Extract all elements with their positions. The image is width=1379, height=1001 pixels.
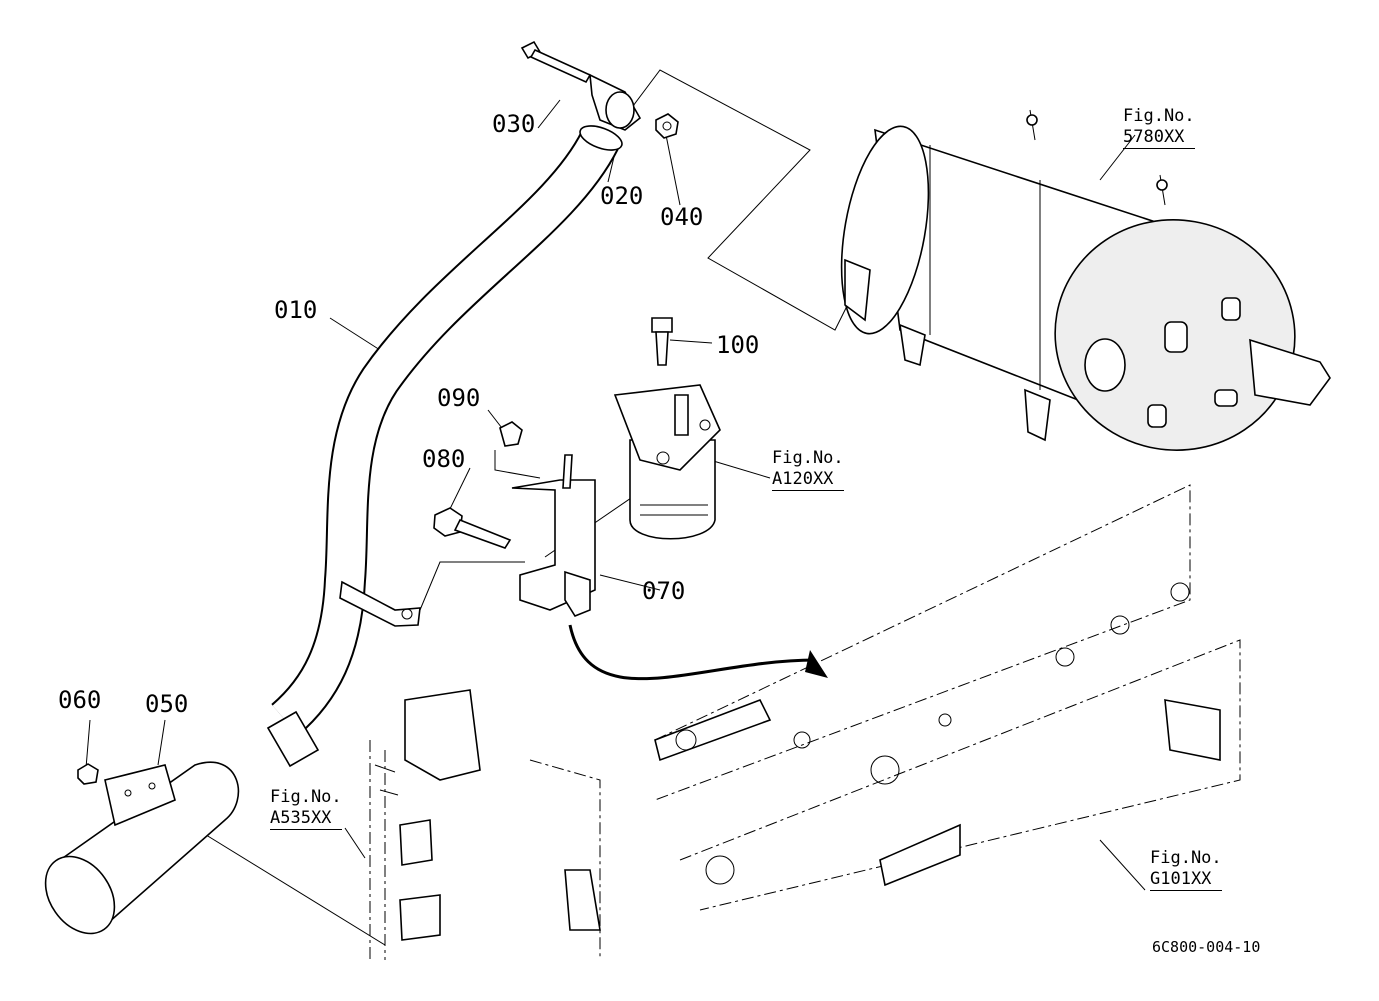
- figure-ref-code: G101XX: [1150, 869, 1222, 891]
- part-label-070: 070: [642, 577, 686, 605]
- part-label-030: 030: [492, 110, 536, 138]
- part-label-080: 080: [422, 445, 466, 473]
- drawing-number: 6C800-004-10: [1152, 938, 1261, 956]
- filter-assembly: [613, 317, 721, 540]
- frame-g101: [654, 484, 1241, 911]
- part-label-060: 060: [58, 686, 102, 714]
- part-label-050: 050: [145, 690, 189, 718]
- bolt-030: [520, 40, 592, 84]
- figure-ref-g101xx[interactable]: Fig.No. G101XX: [1150, 848, 1222, 891]
- part-label-090: 090: [437, 384, 481, 412]
- figure-ref-a120xx[interactable]: Fig.No. A120XX: [772, 448, 844, 491]
- part-label-100: 100: [716, 331, 760, 359]
- frame-a535: [369, 689, 601, 960]
- reference-arrow: [568, 624, 816, 681]
- part-label-040: 040: [660, 203, 704, 231]
- figure-ref-code: 5780XX: [1123, 127, 1195, 149]
- arrow-head: [805, 650, 828, 678]
- figure-ref-label: Fig.No.: [1150, 848, 1222, 868]
- figure-ref-5780xx[interactable]: Fig.No. 5780XX: [1123, 106, 1195, 149]
- figure-ref-a535xx[interactable]: Fig.No. A535XX: [270, 787, 342, 830]
- nut-040: [655, 113, 679, 139]
- clamp-020: [589, 73, 642, 131]
- figure-ref-label: Fig.No.: [270, 787, 342, 807]
- exhaust-pipe-010: [266, 125, 623, 768]
- figure-ref-code: A535XX: [270, 808, 342, 830]
- tail-pipe-050: [44, 761, 240, 935]
- part-label-010: 010: [274, 296, 318, 324]
- bracket-070: [433, 421, 596, 617]
- figure-ref-code: A120XX: [772, 469, 844, 491]
- figure-ref-label: Fig.No.: [1123, 106, 1195, 126]
- part-label-020: 020: [600, 182, 644, 210]
- figure-ref-label: Fig.No.: [772, 448, 844, 468]
- muffler-assembly: [840, 109, 1331, 451]
- leader-lines: [85, 69, 1146, 946]
